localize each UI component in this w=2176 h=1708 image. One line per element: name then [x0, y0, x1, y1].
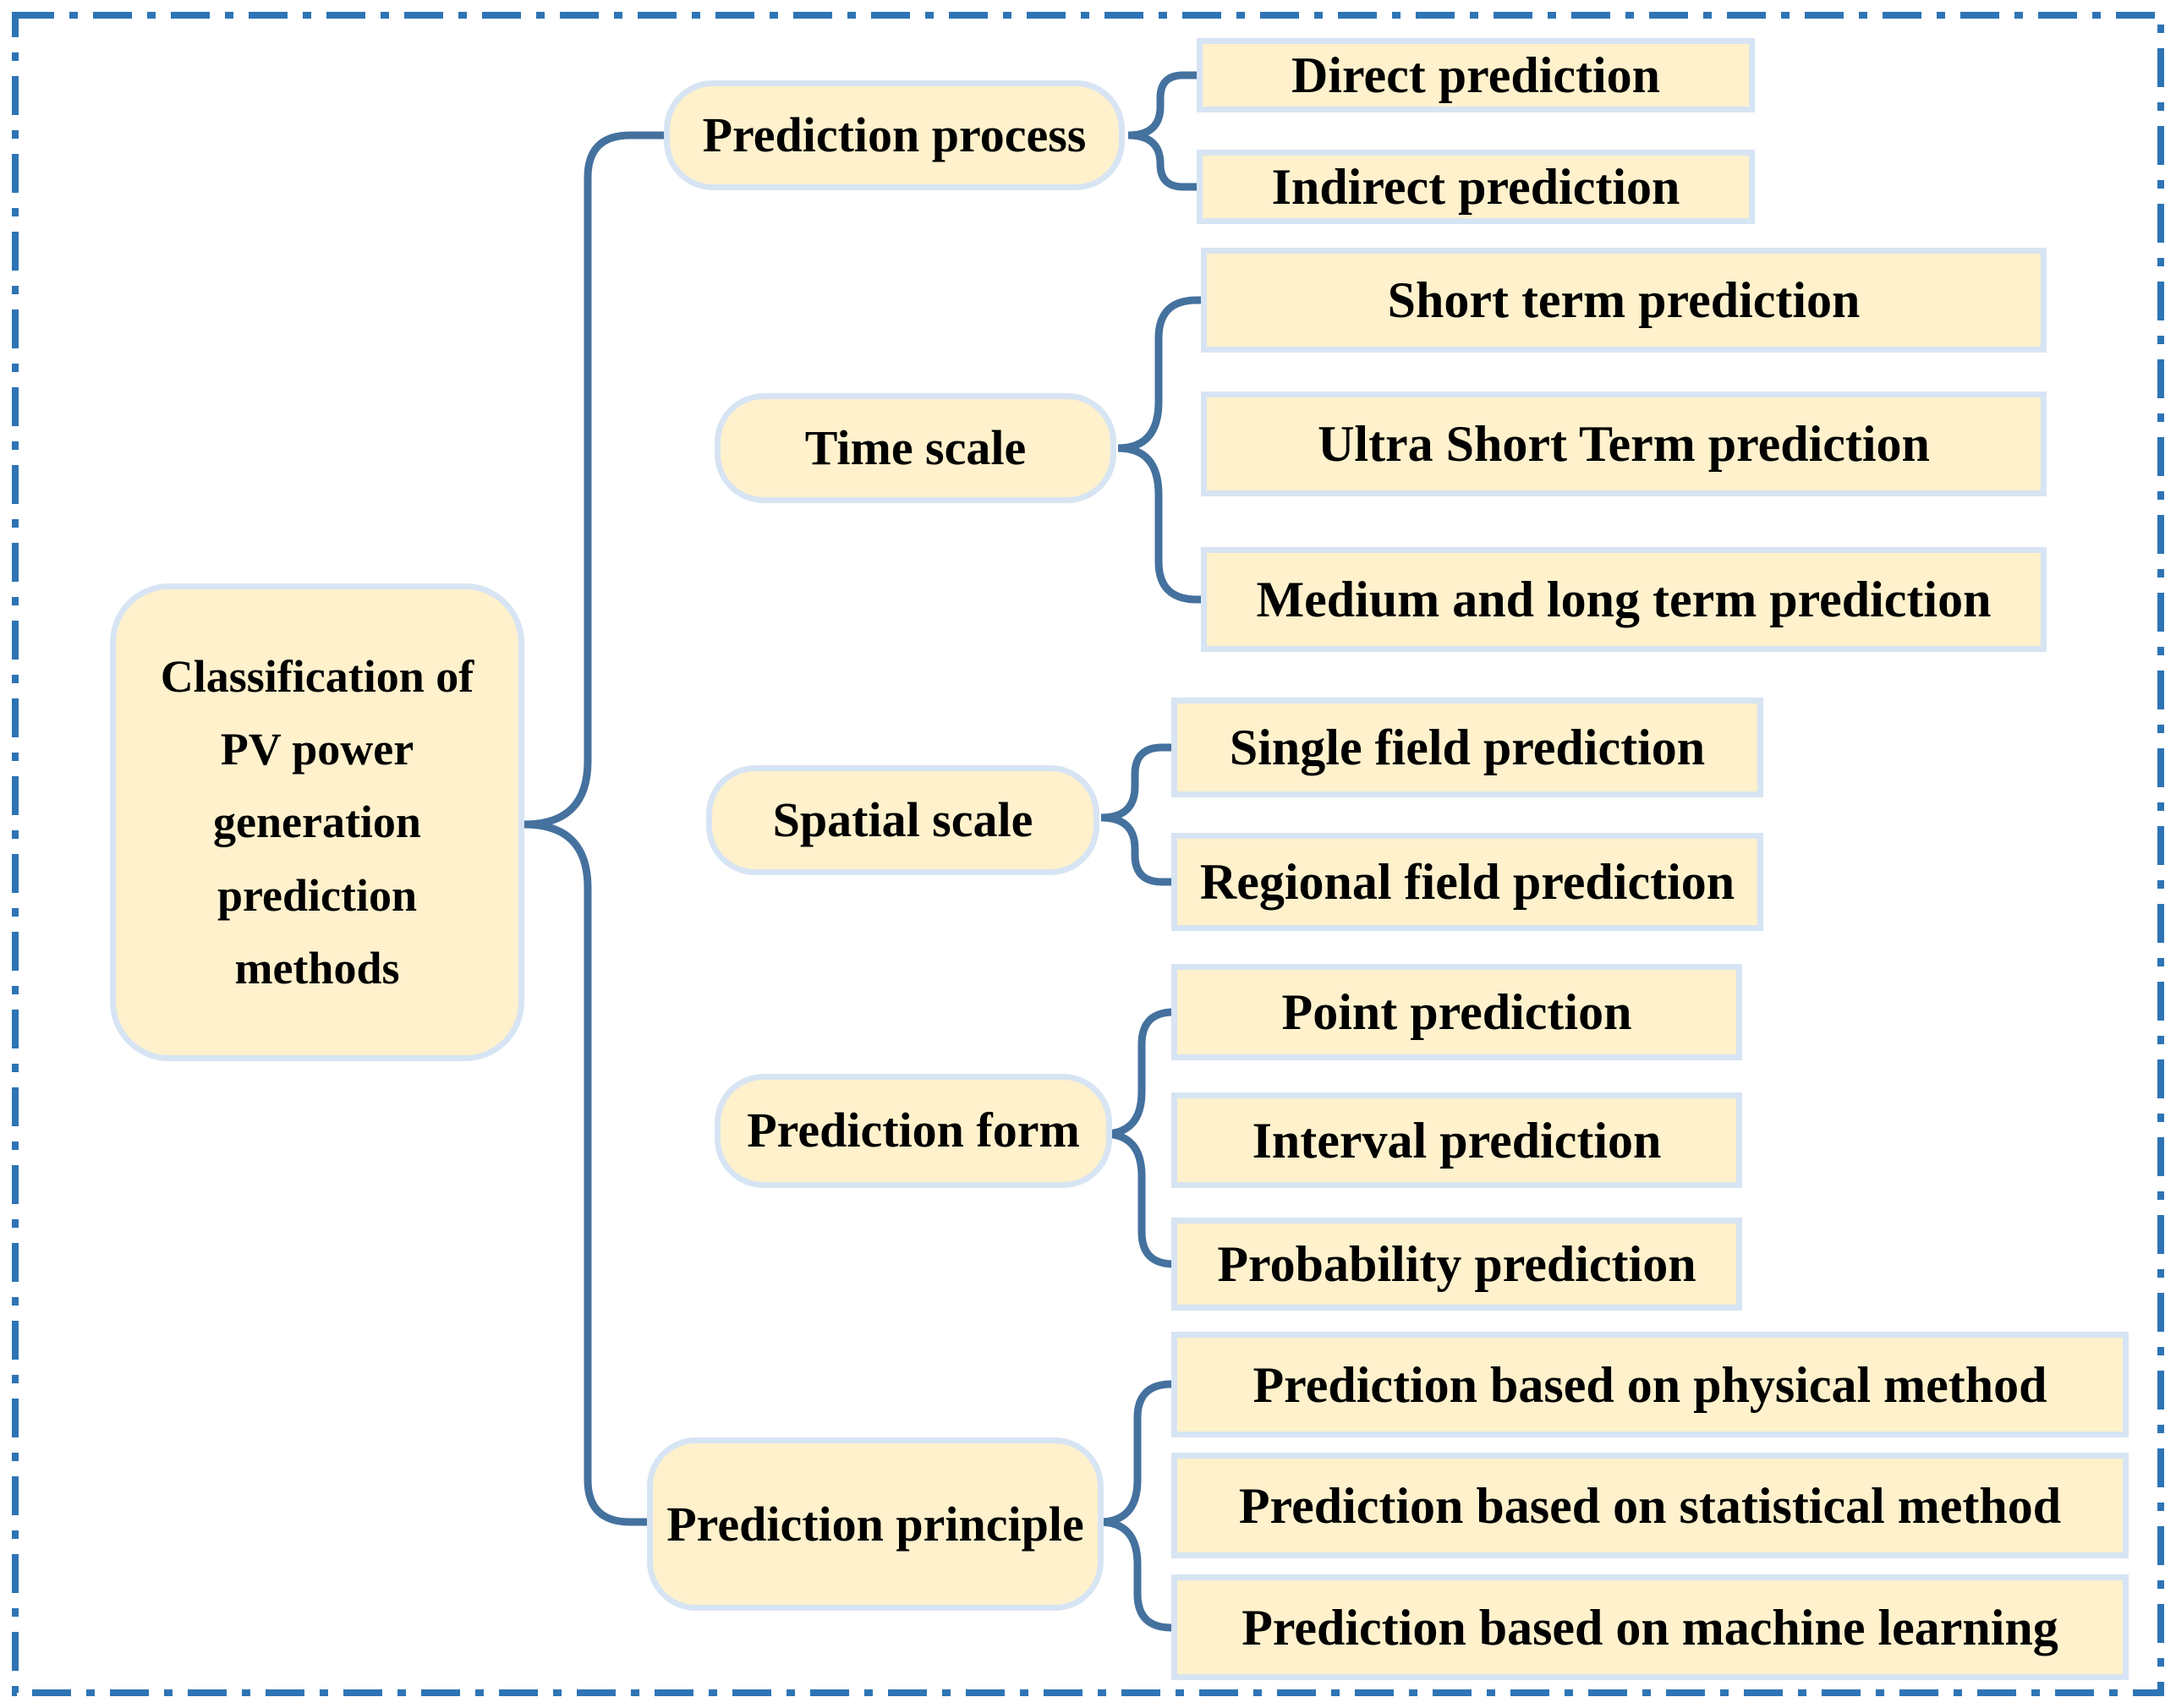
leaf-label: Ultra Short Term prediction — [1318, 416, 1930, 472]
branch-prediction-principle: Prediction principle — [647, 1437, 1104, 1611]
branch-spatial-scale: Spatial scale — [706, 765, 1099, 875]
leaf-prediction-machine-learning: Prediction based on machine learning — [1171, 1574, 2129, 1680]
leaf-short-term-prediction: Short term prediction — [1201, 248, 2047, 353]
branch-label: Prediction principle — [666, 1496, 1084, 1552]
brace-spatial-scale — [1100, 743, 1178, 886]
branch-label: Prediction form — [747, 1103, 1080, 1158]
leaf-label: Prediction based on statistical method — [1238, 1477, 2062, 1534]
leaf-label: Interval prediction — [1252, 1112, 1662, 1169]
leaf-label: Medium and long term prediction — [1256, 572, 1992, 627]
brace-prediction-process — [1127, 71, 1203, 191]
brace-root — [523, 131, 677, 1526]
brace-prediction-form — [1103, 1008, 1178, 1268]
leaf-ultra-short-term-prediction: Ultra Short Term prediction — [1201, 391, 2047, 496]
leaf-label: Regional field prediction — [1199, 854, 1735, 910]
leaf-regional-field-prediction: Regional field prediction — [1171, 833, 1763, 931]
leaf-direct-prediction: Direct prediction — [1197, 38, 1755, 112]
leaf-label: Direct prediction — [1291, 47, 1661, 103]
brace-time-scale — [1117, 296, 1208, 604]
leaf-prediction-statistical-method: Prediction based on statistical method — [1171, 1453, 2129, 1558]
leaf-probability-prediction: Probability prediction — [1171, 1218, 1742, 1311]
branch-time-scale: Time scale — [715, 393, 1116, 503]
branch-label: Spatial scale — [772, 791, 1033, 847]
branch-label: Prediction process — [702, 107, 1087, 162]
leaf-label: Probability prediction — [1217, 1236, 1696, 1292]
leaf-label: Single field prediction — [1229, 720, 1706, 775]
leaf-label: Point prediction — [1281, 984, 1632, 1040]
leaf-indirect-prediction: Indirect prediction — [1197, 150, 1755, 224]
root-node-label: Classification of PV power generation pr… — [160, 650, 474, 994]
frame-dash-dot-border — [12, 12, 2164, 1696]
leaf-point-prediction: Point prediction — [1171, 964, 1742, 1060]
leaf-label: Prediction based on physical method — [1252, 1356, 2047, 1413]
leaf-prediction-physical-method: Prediction based on physical method — [1171, 1332, 2129, 1437]
leaf-medium-long-term-prediction: Medium and long term prediction — [1201, 547, 2047, 652]
branch-label: Time scale — [804, 419, 1027, 475]
leaf-label: Prediction based on machine learning — [1241, 1599, 2058, 1656]
brace-prediction-principle — [1099, 1380, 1178, 1632]
root-node: Classification of PV power generation pr… — [110, 583, 524, 1061]
leaf-label: Indirect prediction — [1271, 159, 1680, 215]
leaf-single-field-prediction: Single field prediction — [1171, 698, 1763, 797]
branch-prediction-process: Prediction process — [664, 80, 1125, 190]
branch-prediction-form: Prediction form — [715, 1074, 1112, 1188]
leaf-label: Short term prediction — [1387, 272, 1861, 328]
leaf-interval-prediction: Interval prediction — [1171, 1092, 1742, 1188]
